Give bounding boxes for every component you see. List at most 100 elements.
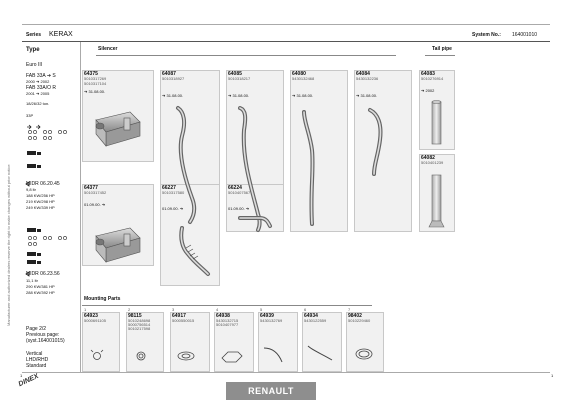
validity-note: 01.09.00. ➔ — [162, 206, 184, 211]
mount-index: 3 — [172, 307, 175, 312]
part-number: 64917 — [172, 313, 186, 319]
mount-orientation: Vertical — [26, 351, 43, 357]
mount-variant: Standard — [26, 363, 47, 369]
type-line-4: 2001 ➔ 2005 — [26, 91, 50, 96]
section-tailpipe: Tail pipe — [432, 46, 452, 52]
silencer-rule — [96, 55, 396, 56]
mount-panel-98402[interactable] — [346, 312, 384, 372]
flex-pipe-image — [180, 227, 209, 275]
system-value: 164001010 — [512, 32, 538, 38]
truck-icon — [27, 228, 41, 264]
silencer-box-image — [95, 111, 141, 147]
mount-drive: LHD/RHD — [26, 357, 49, 363]
silencer-box-image — [95, 227, 141, 263]
part-number: 64934 — [304, 313, 318, 319]
part-panel-66224[interactable] — [226, 184, 284, 232]
previous-page-value[interactable]: (syst.164001015) — [26, 338, 65, 344]
footer-rule — [22, 372, 550, 373]
part-panel-64084[interactable] — [354, 70, 412, 232]
series-value: KERAX — [49, 31, 73, 38]
brand-badge: RENAULT — [226, 382, 316, 400]
mount-index: 7 — [348, 307, 351, 312]
part-number: 64377 — [84, 185, 98, 191]
tailpipe-image — [431, 100, 442, 145]
oem-number: 5010276914 — [421, 76, 444, 81]
part-number: 64923 — [84, 313, 98, 319]
truck-icon — [27, 151, 41, 168]
mount-index: 2 — [128, 307, 131, 312]
tailpipe-rule — [425, 55, 455, 56]
arrow-icon — [27, 124, 41, 130]
part-number: 64087 — [162, 71, 176, 77]
bent-bracket-icon — [263, 347, 283, 363]
pipe-image — [177, 107, 195, 223]
mount-index: 5 — [260, 307, 263, 312]
oem-number: 5430122559 — [304, 318, 327, 323]
engine2-displacement: 11,1 ltr — [26, 278, 38, 283]
mounting-rule — [82, 305, 372, 306]
engine1-power-2: 219 KW/298 HP — [26, 199, 55, 204]
part-number: 64938 — [216, 313, 230, 319]
mount-index: 6 — [304, 307, 307, 312]
oem-number: 5010401239 — [421, 160, 444, 165]
part-panel-66227[interactable] — [160, 184, 220, 286]
oem-number: 5010318217 — [228, 76, 251, 81]
axle-config-icon — [28, 236, 67, 246]
pipe-image — [369, 109, 382, 175]
previous-page-label: Previous page: — [26, 332, 60, 338]
page-mark-right: 1 — [551, 373, 554, 378]
oem-number: 5430132769 — [260, 318, 283, 323]
validity-note: ➔ 31.08.00. — [162, 93, 184, 98]
validity-note: ➔ 31.08.00. — [292, 93, 314, 98]
part-panel-64080[interactable] — [290, 70, 348, 232]
engine1-displacement: 9,8 ltr — [26, 187, 37, 192]
type-column-divider — [80, 42, 81, 372]
type-title: Type — [26, 47, 40, 53]
oem-number: 5000756514 — [128, 322, 151, 327]
oem-number: 5010317580 — [162, 190, 185, 195]
engine1-power-1: 188 KW/256 HP — [26, 193, 55, 198]
oem-number: 5000550015 — [172, 318, 195, 323]
pipe-image — [239, 217, 271, 227]
oem-number: 5430132236 — [356, 76, 379, 81]
gasket-icon — [177, 351, 195, 361]
part-number: 64085 — [228, 71, 242, 77]
mount-panel-64923[interactable] — [82, 312, 120, 372]
mount-panel-64934[interactable] — [302, 312, 342, 372]
engine1-power-3: 249 KW/339 HP — [26, 205, 55, 210]
type-line-1: FAB 33A ➔ S — [26, 73, 56, 79]
header-top-rule — [22, 24, 550, 25]
flex-section-icon — [185, 244, 199, 260]
section-mounting-parts: Mounting Parts — [84, 296, 121, 302]
part-number: 66227 — [162, 185, 176, 191]
part-number: 98115 — [128, 313, 142, 319]
mount-panel-64939[interactable] — [258, 312, 298, 372]
gasket-ring-icon — [355, 348, 373, 360]
clamp-icon — [90, 349, 104, 360]
mount-panel-64917[interactable] — [170, 312, 210, 372]
oem-number: 5010407977 — [216, 322, 239, 327]
bracket-icon — [221, 351, 243, 363]
engine-arrow-icon — [25, 181, 30, 277]
ring-clamp-icon — [136, 351, 146, 361]
mount-panel-98115[interactable] — [126, 312, 164, 372]
validity-note: ➔ 31.08.00. — [84, 89, 106, 94]
validity-note: 01.09.00. ➔ — [84, 202, 106, 207]
tailpipe-image — [428, 174, 445, 228]
oem-number: 5000691105 — [84, 318, 106, 323]
oem-number: 5010217598 — [128, 326, 151, 331]
oem-number: 5010248698 — [128, 318, 151, 323]
oem-number: 5010317269 — [84, 76, 107, 81]
type-axle: 33P — [26, 113, 34, 118]
engine1-name: MIDR 06.20.45 — [26, 181, 60, 187]
page-number: Page 2/2 — [26, 326, 47, 332]
part-number: 64080 — [292, 71, 306, 77]
engine2-power-1: 290 KW/381 HP — [26, 284, 55, 289]
oem-number: 5430132468 — [292, 76, 315, 81]
oem-number: 5010317452 — [84, 190, 107, 195]
engine2-power-2: 288 KW/392 HP — [26, 290, 55, 295]
validity-note: ➔ 2002 — [421, 88, 435, 93]
strap-icon — [307, 345, 333, 361]
